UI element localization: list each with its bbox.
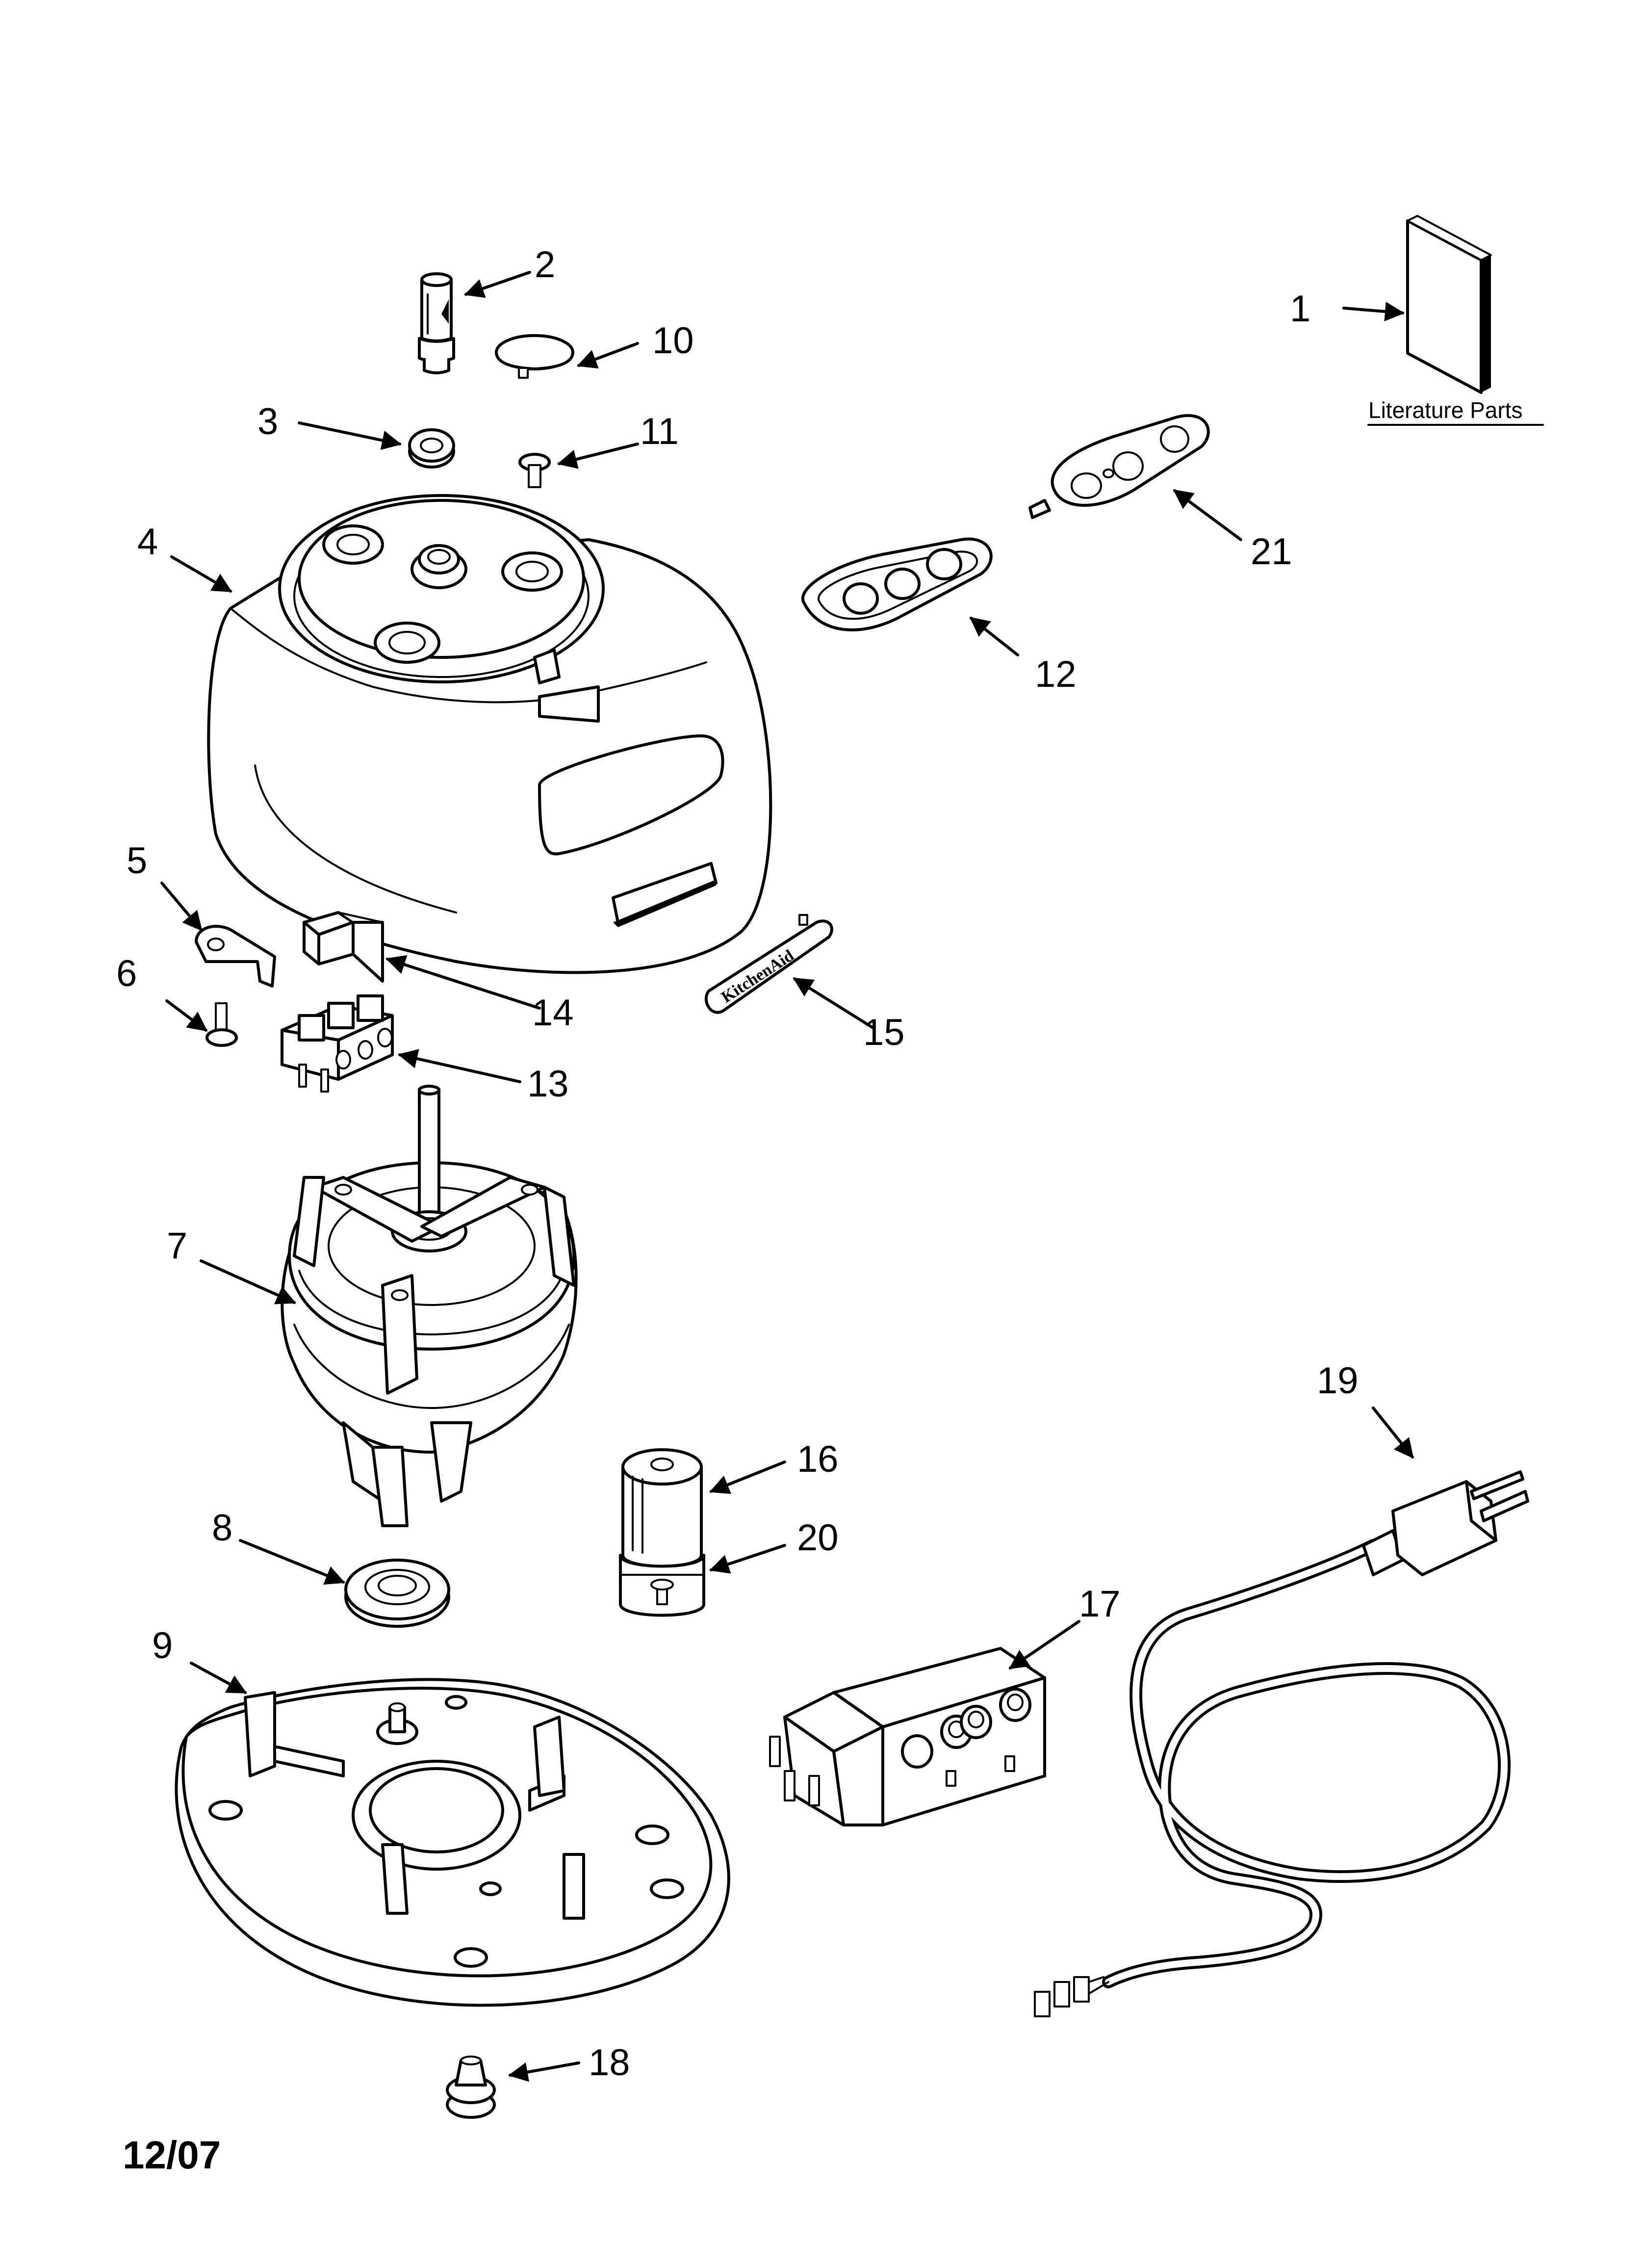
- callout-17: 17: [1079, 1583, 1121, 1625]
- part-11-screw: [518, 453, 551, 488]
- callout-19: 19: [1317, 1360, 1359, 1402]
- callout-14: 14: [532, 992, 574, 1034]
- part-17-switch-assembly: [769, 1647, 1046, 1826]
- callout-11: 11: [640, 411, 679, 452]
- callout-4: 4: [137, 521, 158, 563]
- date-code: 12/07: [123, 2133, 221, 2177]
- callout-21: 21: [1251, 531, 1292, 573]
- callout-12: 12: [1035, 653, 1077, 695]
- part-5-clamp: [195, 925, 276, 988]
- part-18-foot: [446, 2056, 496, 2119]
- callout-5: 5: [127, 840, 147, 882]
- part-12-overlay-gasket: [801, 537, 993, 631]
- part-3-bearing: [408, 428, 455, 469]
- leader-lines: [160, 271, 1414, 2082]
- part-7-motor: [281, 1085, 578, 1527]
- part-10-cap-plug: [495, 334, 574, 379]
- callout-15: 15: [863, 1012, 905, 1053]
- callout-9: 9: [152, 1625, 173, 1667]
- callout-13: 13: [527, 1063, 569, 1105]
- part-1-literature: Literature Parts: [1367, 215, 1544, 426]
- callout-18: 18: [589, 2042, 630, 2084]
- callout-2: 2: [535, 244, 555, 286]
- literature-parts-label: Literature Parts: [1368, 397, 1522, 423]
- part-9-base: [175, 1678, 730, 2007]
- callout-16: 16: [797, 1438, 839, 1480]
- part-8-grommet: [344, 1559, 450, 1628]
- callout-3: 3: [257, 401, 278, 443]
- callout-7: 7: [167, 1225, 187, 1267]
- part-6-screw: [205, 1002, 238, 1047]
- callout-1: 1: [1290, 288, 1310, 330]
- part-19-power-cord: [1034, 1470, 1529, 2017]
- callout-10: 10: [652, 320, 694, 362]
- part-4-housing-top: [207, 494, 772, 974]
- part-20-bracket: [619, 1554, 705, 1617]
- callout-6: 6: [116, 953, 137, 994]
- part-21-switch-plate: [1028, 414, 1210, 519]
- part-16-capacitor: [621, 1448, 703, 1568]
- callout-numbers: 1 2 3 10 11 4 21 12 5 6 14 13 15 7 19 16…: [116, 244, 1359, 2084]
- part-2-shaft-coupler: [418, 272, 455, 374]
- part-13-terminal-block: [281, 994, 394, 1093]
- callout-8: 8: [212, 1507, 232, 1549]
- part-14-insulator: [303, 911, 384, 983]
- callout-20: 20: [797, 1517, 839, 1559]
